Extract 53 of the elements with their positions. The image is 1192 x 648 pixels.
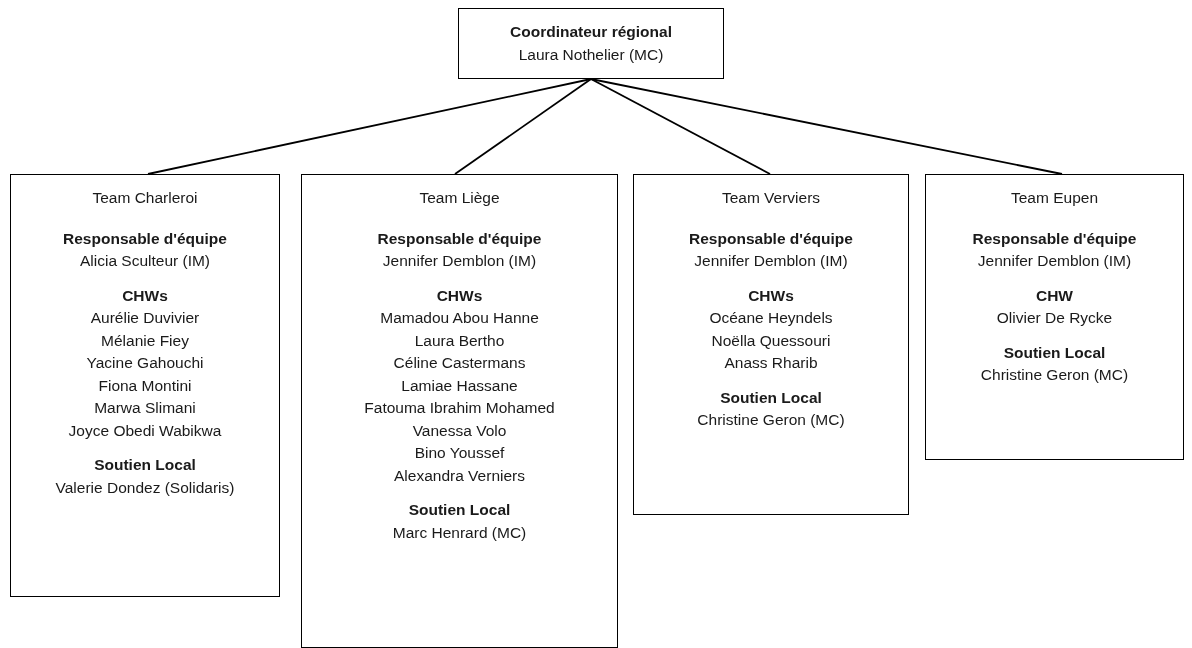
role-heading: Responsable d'équipe bbox=[63, 228, 227, 249]
person-name: Laura Nothelier (MC) bbox=[518, 44, 664, 65]
team-box bbox=[633, 174, 909, 515]
role-heading: Soutien Local bbox=[94, 455, 196, 475]
team-title: Team Verviers bbox=[721, 188, 821, 208]
role-heading: Responsable d'équipe bbox=[689, 228, 853, 249]
team-box bbox=[925, 174, 1184, 460]
person-name: Céline Castermans bbox=[393, 353, 526, 373]
coordinator-box bbox=[458, 8, 724, 79]
person-name: Bino Youssef bbox=[414, 443, 505, 463]
connector-line bbox=[590, 78, 1063, 175]
role-heading: Soutien Local bbox=[408, 500, 511, 520]
team-box bbox=[301, 174, 618, 648]
connector-line bbox=[147, 78, 592, 175]
connector-line bbox=[590, 78, 771, 175]
person-name: Christine Geron (MC) bbox=[697, 410, 845, 430]
person-name: Olivier De Rycke bbox=[996, 308, 1113, 328]
person-name: Fiona Montini bbox=[98, 375, 192, 396]
role-heading: CHWs bbox=[436, 285, 483, 306]
person-name: Vanessa Volo bbox=[412, 420, 507, 441]
person-name: Valerie Dondez (Solidaris) bbox=[55, 477, 235, 498]
person-name: Jennifer Demblon (IM) bbox=[694, 251, 848, 271]
person-name: Alicia Sculteur (IM) bbox=[79, 251, 211, 271]
team-title: Team Eupen bbox=[1011, 188, 1098, 208]
role-heading: Soutien Local bbox=[720, 387, 822, 408]
person-name: Mamadou Abou Hanne bbox=[380, 308, 539, 328]
person-name: Laura Bertho bbox=[414, 330, 505, 351]
person-name: Jennifer Demblon (IM) bbox=[977, 251, 1132, 271]
person-name: Fatouma Ibrahim Mohamed bbox=[364, 398, 555, 418]
person-name: Marc Henrard (MC) bbox=[392, 522, 527, 543]
team-title: Team Charleroi bbox=[92, 188, 198, 208]
person-name: Christine Geron (MC) bbox=[980, 365, 1129, 385]
role-heading: CHWs bbox=[122, 285, 168, 306]
person-name: Joyce Obedi Wabikwa bbox=[68, 420, 222, 441]
role-heading: Soutien Local bbox=[1003, 342, 1106, 363]
connector-line bbox=[454, 78, 592, 175]
person-name: Lamiae Hassane bbox=[401, 375, 518, 396]
person-name: Mélanie Fiey bbox=[101, 330, 189, 351]
role-heading: Responsable d'équipe bbox=[972, 228, 1137, 249]
team-title: Team Liège bbox=[419, 188, 500, 208]
role-heading: CHW bbox=[1036, 285, 1073, 306]
person-name: Yacine Gahouchi bbox=[86, 353, 204, 373]
person-name: Noëlla Quessouri bbox=[711, 330, 831, 351]
role-heading: Responsable d'équipe bbox=[377, 228, 542, 249]
person-name: Anass Rharib bbox=[724, 353, 818, 373]
role-heading: CHWs bbox=[748, 285, 794, 306]
person-name: Aurélie Duvivier bbox=[90, 308, 200, 328]
team-box bbox=[10, 174, 280, 597]
role-title: Coordinateur régional bbox=[510, 22, 672, 42]
person-name: Alexandra Verniers bbox=[394, 465, 525, 486]
person-name: Marwa Slimani bbox=[94, 398, 196, 418]
person-name: Océane Heyndels bbox=[709, 308, 833, 328]
person-name: Jennifer Demblon (IM) bbox=[382, 251, 537, 271]
